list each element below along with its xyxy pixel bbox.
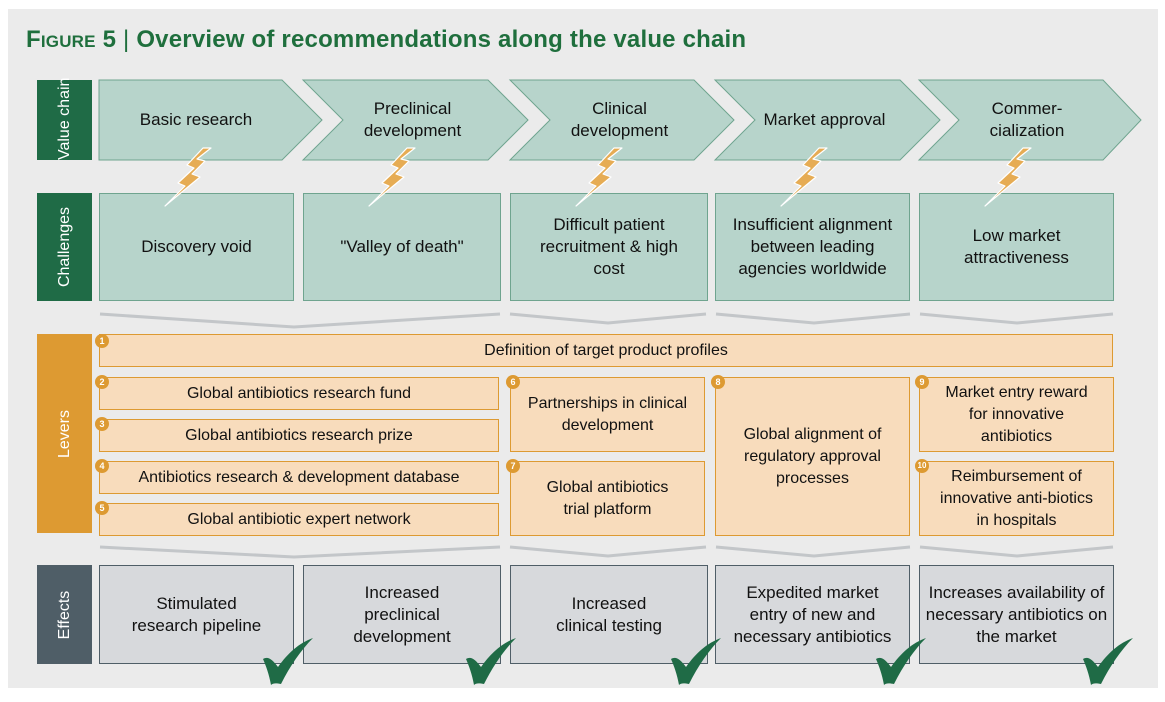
lever-10: Reimbursement of innovative anti-biotics… <box>919 461 1114 536</box>
lever-number-1: 1 <box>95 334 109 348</box>
value-chain-label-2: Preclinical development <box>363 99 462 140</box>
lever-number-5: 5 <box>95 501 109 515</box>
value-chain-label-4: Market approval <box>763 110 886 129</box>
challenge-box-4: Insufficient alignment between leading a… <box>715 193 910 301</box>
value-chain-label-5: Commer-cialization <box>989 99 1065 140</box>
figure-number: Figure 5 <box>26 26 117 53</box>
effect-box-1: Stimulated research pipeline <box>99 565 294 664</box>
lever-number-7: 7 <box>506 459 520 473</box>
row-label-value-chain: Value chain <box>37 78 92 160</box>
value-chain-label-1: Basic research <box>139 110 253 129</box>
lever-number-3: 3 <box>95 417 109 431</box>
lever-number-8: 8 <box>711 375 725 389</box>
value-chain-chevron-2 <box>301 79 529 161</box>
lever-number-6: 6 <box>506 375 520 389</box>
effect-box-4: Expedited market entry of new and necess… <box>715 565 910 664</box>
challenge-box-2: "Valley of death" <box>303 193 501 301</box>
lever-number-9: 9 <box>915 375 929 389</box>
value-chain-chevron-4 <box>713 79 941 161</box>
lever-4: Antibiotics research & development datab… <box>99 461 499 494</box>
lever-2: Global antibiotics research fund <box>99 377 499 410</box>
title-separator: | <box>123 26 130 53</box>
value-chain-chevron-1 <box>98 79 323 161</box>
title-text: Overview of recommendations along the va… <box>136 26 747 53</box>
lever-number-4: 4 <box>95 459 109 473</box>
lever-8: Global alignment of regulatory approval … <box>715 377 910 536</box>
value-chain-chevron-5 <box>917 79 1142 161</box>
challenge-box-1: Discovery void <box>99 193 294 301</box>
lever-number-10: 10 <box>915 459 929 473</box>
row-label-effects: Effects <box>37 565 92 664</box>
effect-box-5: Increases availability of necessary anti… <box>919 565 1114 664</box>
effect-box-2: Increased preclinical development <box>303 565 501 664</box>
lever-3: Global antibiotics research prize <box>99 419 499 452</box>
row-label-challenges: Challenges <box>37 193 92 301</box>
lever-6: Partnerships in clinical development <box>510 377 705 452</box>
lever-9: Market entry reward for innovative antib… <box>919 377 1114 452</box>
lever-7: Global antibiotics trial platform <box>510 461 705 536</box>
effect-box-3: Increased clinical testing <box>510 565 708 664</box>
value-chain-label-3: Clinical development <box>570 99 669 140</box>
lever-1: Definition of target product profiles <box>99 334 1113 367</box>
row-label-levers: Levers <box>37 334 92 533</box>
figure-title: Figure 5 | Overview of recommendations a… <box>26 26 746 54</box>
lever-5: Global antibiotic expert network <box>99 503 499 536</box>
value-chain-chevron-3 <box>508 79 735 161</box>
challenge-box-3: Difficult patient recruitment & high cos… <box>510 193 708 301</box>
lever-number-2: 2 <box>95 375 109 389</box>
challenge-box-5: Low market attractiveness <box>919 193 1114 301</box>
